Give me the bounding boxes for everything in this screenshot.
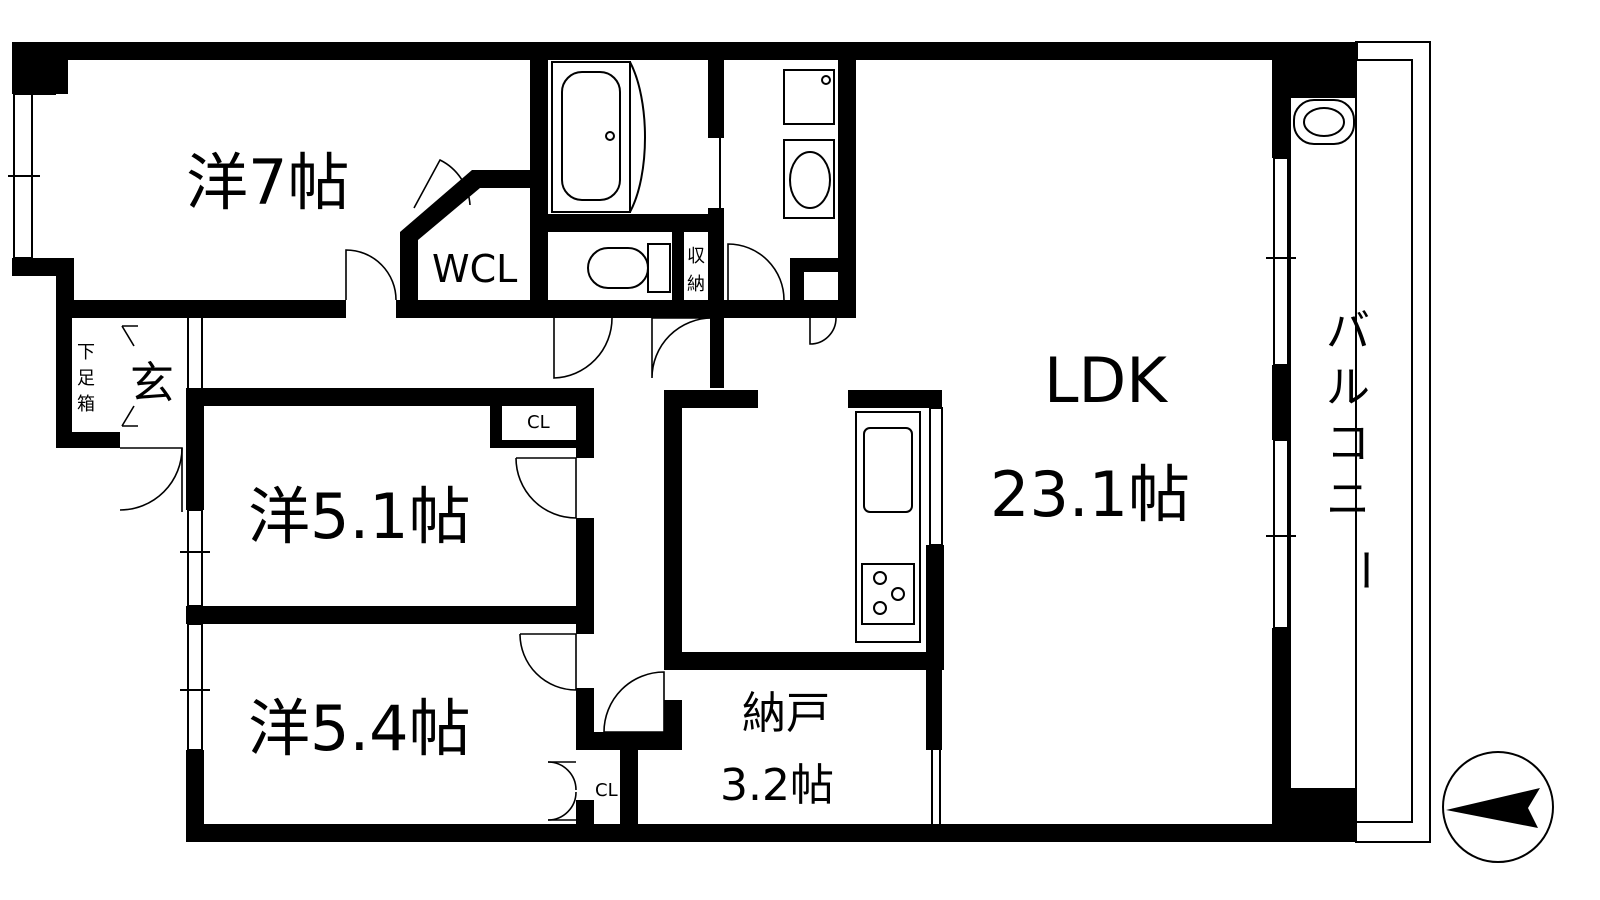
room-wcl: WCL (432, 247, 517, 291)
shoe-box-label-2: 足 (77, 368, 95, 389)
toilet-icon (587, 243, 671, 293)
sink-icon (855, 411, 921, 643)
room-western-7: 洋7帖 (186, 146, 349, 219)
balcony-label-2: ル (1326, 362, 1370, 413)
shoe-box-label-1: 下 (77, 342, 95, 363)
room-western-54: 洋5.4帖 (248, 692, 471, 765)
closet-label-2: CL (595, 780, 618, 801)
room-nando-size: 3.2帖 (720, 760, 834, 811)
windows (8, 93, 1296, 824)
balcony-label-4: ニ (1326, 474, 1370, 525)
storage-label-1: 収 (687, 246, 705, 267)
room-nando-name: 納戸 (742, 688, 830, 739)
washbasin-icon (783, 69, 835, 219)
balcony (1289, 41, 1431, 843)
doors (119, 158, 837, 821)
balcony-label-3: コ (1326, 418, 1370, 469)
room-western-51: 洋5.1帖 (248, 480, 471, 553)
balcony-sink-icon (1293, 99, 1355, 145)
north-compass-icon (1442, 751, 1554, 863)
room-ldk-size: 23.1帖 (990, 458, 1190, 531)
storage-label-2: 納 (687, 274, 705, 295)
room-ldk-name: LDK (1044, 344, 1168, 417)
bathtub-icon (551, 61, 646, 213)
balcony-label-5: ー (1339, 548, 1390, 592)
walls (12, 42, 1358, 842)
stove-icon (861, 563, 915, 625)
balcony-label-1: バ (1326, 306, 1370, 357)
room-entrance: 玄 (130, 358, 174, 409)
closet-label-1: CL (527, 412, 550, 433)
shoe-box-label-3: 箱 (77, 394, 95, 415)
